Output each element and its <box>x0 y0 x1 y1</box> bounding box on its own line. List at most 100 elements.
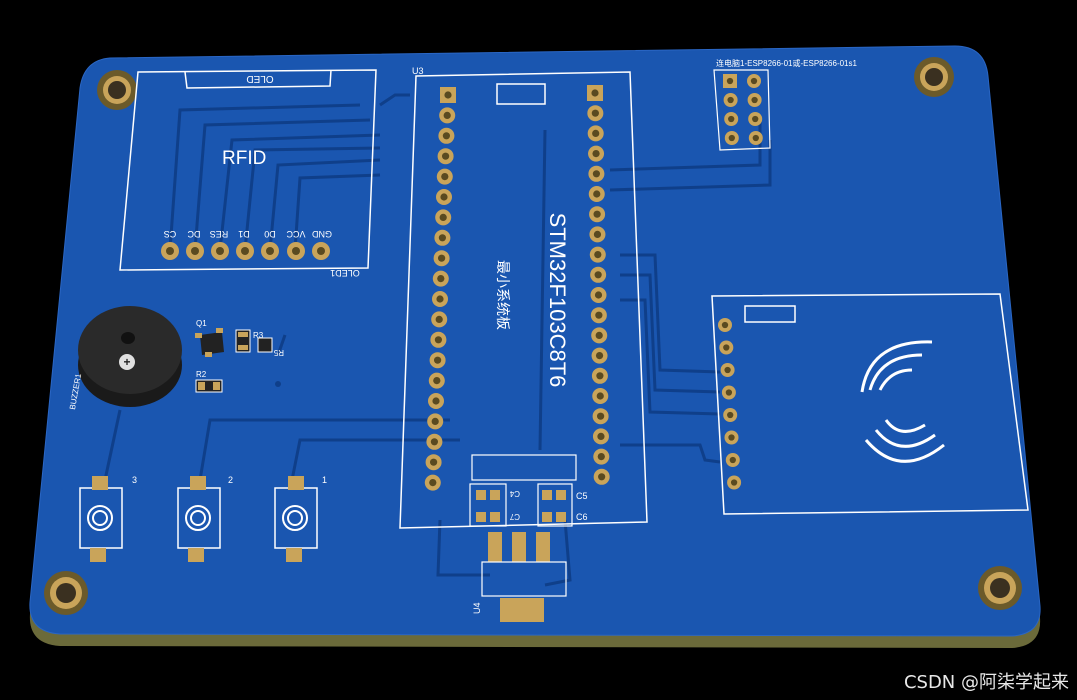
pad-hole <box>597 432 605 440</box>
buzzer-plus-icon <box>119 354 135 370</box>
pad-hole <box>598 473 606 481</box>
pad-hole <box>725 389 733 396</box>
pad-hole <box>591 89 599 97</box>
pad-hole <box>591 109 599 117</box>
rfid-header-pads <box>718 318 742 490</box>
pad-hole <box>729 456 736 464</box>
pad-hole <box>443 111 451 119</box>
r5-label: R5 <box>273 348 284 357</box>
pad-hole <box>444 91 452 99</box>
oled-pin-cs: CS <box>164 229 177 239</box>
nfc-icon <box>860 340 945 463</box>
button-3-label: 3 <box>132 475 137 485</box>
r3-label: R3 <box>253 331 264 340</box>
oled-title: OLED <box>246 73 273 84</box>
oled-header-pads <box>161 242 330 260</box>
pad-hole <box>439 213 447 221</box>
mounting-hole-tr <box>914 57 954 97</box>
oled-pin-d0: D0 <box>264 229 276 239</box>
pad-hole <box>434 356 442 364</box>
pad-hole <box>441 173 449 181</box>
watermark: CSDN @阿柒学起来 <box>903 672 1069 693</box>
pad-hole <box>595 352 604 360</box>
pad-hole <box>592 170 601 178</box>
oled-designator: OLED1 <box>330 268 360 278</box>
mounting-hole-bl <box>44 571 88 615</box>
pad-hole <box>592 150 600 158</box>
svg-text:+: + <box>123 355 130 369</box>
rfid-module <box>711 293 1029 515</box>
pad-hole <box>432 397 440 405</box>
pad-hole <box>751 96 758 104</box>
mcu-part: STM32F103C8T6 <box>545 213 570 388</box>
button-1-label: 1 <box>322 475 327 485</box>
oled-pin-dc: DC <box>187 229 200 239</box>
esp-label: 连电脑1-ESP8266-01或-ESP8266-01s1 <box>716 58 858 68</box>
esp8266-header: 连电脑1-ESP8266-01或-ESP8266-01s1 <box>713 58 858 151</box>
pad-hole <box>433 377 441 385</box>
pad-hole <box>597 412 605 420</box>
pad-hole <box>593 190 601 198</box>
mcu-right-header <box>587 85 610 485</box>
pad-hole <box>593 210 601 218</box>
oled-pin-res: RES <box>210 229 229 239</box>
pad-hole <box>438 234 446 242</box>
pad-hole <box>723 344 730 351</box>
oled-pin-labels: CS DC RES D1 D0 VCC GND <box>164 229 332 239</box>
stm32-board: U3 STM32F103C8T6 最小系统板 <box>399 66 648 529</box>
rfid-label: RFID <box>222 148 266 169</box>
pad-hole <box>728 134 735 142</box>
regulator-area: C5 C6 C4 C7 U4 <box>469 454 588 622</box>
pad-hole <box>595 311 603 319</box>
pad-hole <box>728 115 735 123</box>
mcu-designator: U3 <box>412 66 424 76</box>
c4-label: C4 <box>509 489 520 498</box>
pad-hole <box>435 315 443 323</box>
button-1[interactable]: 1 <box>274 475 327 562</box>
mounting-hole-tl <box>97 70 137 110</box>
pad-hole <box>430 458 438 466</box>
u4-label: U4 <box>472 602 482 614</box>
pad-hole <box>430 438 438 446</box>
mcu-left-header <box>424 87 456 491</box>
pad-hole <box>727 411 734 419</box>
pad-hole <box>596 392 604 400</box>
pad-hole <box>592 129 600 137</box>
pad-hole <box>596 372 604 380</box>
pad-hole <box>594 251 602 259</box>
pad-hole <box>438 254 446 262</box>
oled-pin-vcc: VCC <box>286 229 306 239</box>
pad-hole <box>431 417 439 425</box>
pad-hole <box>442 132 450 140</box>
mounting-hole-br <box>978 566 1022 610</box>
c6-label: C6 <box>576 512 588 522</box>
esp8266-pads <box>723 74 763 145</box>
pad-hole <box>594 271 602 279</box>
pad-hole <box>597 453 605 461</box>
pad-hole <box>436 295 444 303</box>
pad-hole <box>434 336 442 344</box>
q1-label: Q1 <box>196 319 207 328</box>
oled-pin-gnd: GND <box>312 229 333 239</box>
c7-label: C7 <box>509 512 520 521</box>
pad-hole <box>429 479 437 487</box>
pad-hole <box>593 230 602 238</box>
pad-hole <box>440 193 448 201</box>
r2-label: R2 <box>196 370 207 379</box>
pad-hole <box>752 115 759 123</box>
pad-hole <box>726 77 734 85</box>
pad-hole <box>750 77 758 85</box>
mcu-description: 最小系统板 <box>495 260 511 330</box>
pad-hole <box>594 291 603 299</box>
pad-hole <box>595 331 603 339</box>
button-2[interactable]: 2 <box>177 475 233 562</box>
c5-label: C5 <box>576 491 588 501</box>
pad-hole <box>752 134 759 142</box>
button-3[interactable]: 3 <box>79 475 137 562</box>
pad-hole <box>730 479 738 486</box>
pad-hole <box>728 434 735 441</box>
pad-hole <box>442 152 450 160</box>
button-2-label: 2 <box>228 475 233 485</box>
pad-hole <box>727 96 734 104</box>
